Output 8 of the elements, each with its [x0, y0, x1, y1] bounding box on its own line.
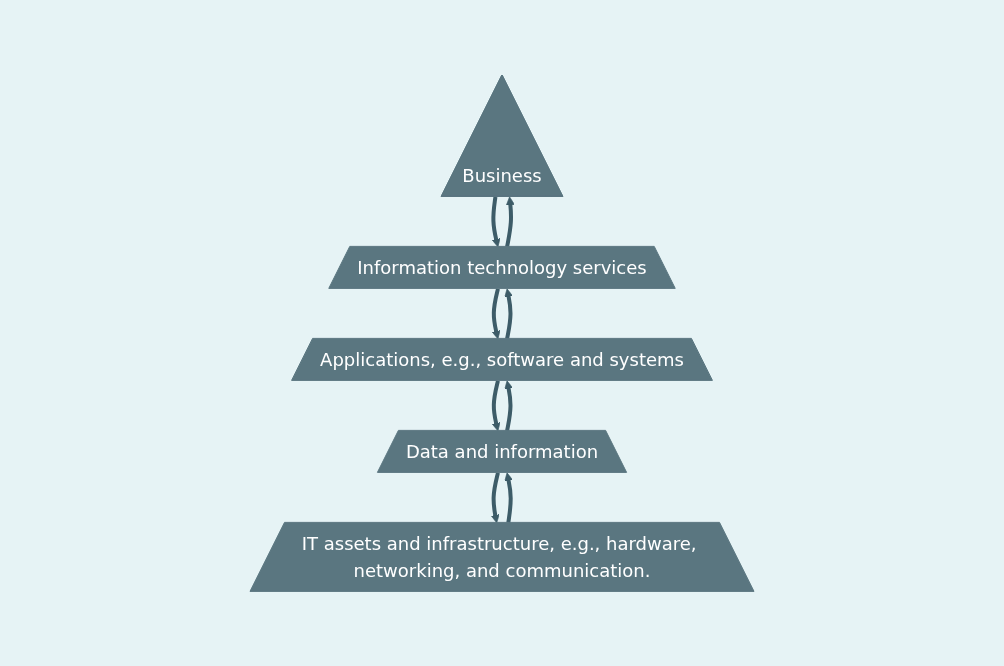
arrow	[491, 380, 501, 432]
arrow	[491, 288, 501, 340]
arrow	[504, 288, 513, 340]
arrow	[491, 196, 501, 248]
arrow	[490, 472, 500, 524]
arrow	[504, 472, 513, 523]
arrow	[504, 380, 513, 432]
arrow	[505, 196, 515, 248]
